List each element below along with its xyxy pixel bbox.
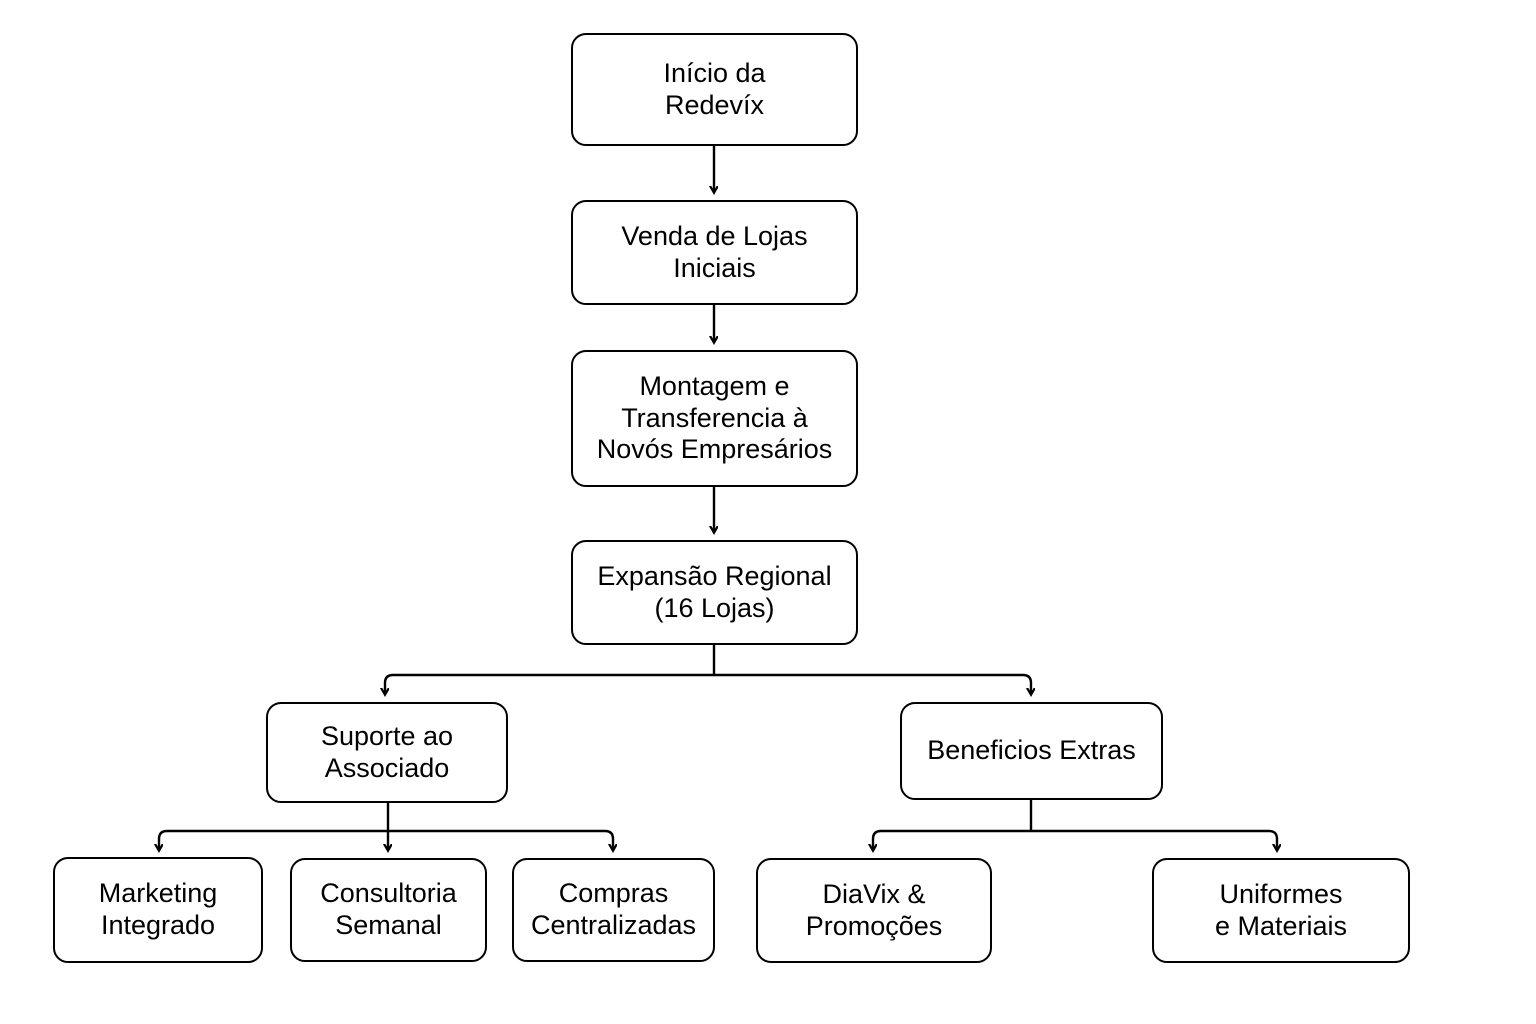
node-montagem[interactable]: Montagem e Transferencia à Novós Empresá… xyxy=(571,350,858,487)
edge-beneficios-uniformes xyxy=(1031,829,1277,850)
node-venda[interactable]: Venda de Lojas Iniciais xyxy=(571,200,858,305)
node-uniformes[interactable]: Uniformes e Materiais xyxy=(1152,858,1410,963)
edge-expansao-suporte xyxy=(385,673,714,694)
node-suporte[interactable]: Suporte ao Associado xyxy=(266,702,508,803)
node-expansao[interactable]: Expansão Regional (16 Lojas) xyxy=(571,540,858,645)
node-inicio[interactable]: Início da Redevíx xyxy=(571,33,858,146)
edge-beneficios-diavix xyxy=(873,829,1031,850)
edge-expansao-beneficios xyxy=(714,673,1031,694)
node-consultoria[interactable]: Consultoria Semanal xyxy=(290,858,487,962)
edge-suporte-marketing xyxy=(159,829,388,850)
edge-suporte-compras xyxy=(388,829,613,850)
node-beneficios[interactable]: Beneficios Extras xyxy=(900,702,1163,800)
node-marketing[interactable]: Marketing Integrado xyxy=(53,857,263,963)
node-compras[interactable]: Compras Centralizadas xyxy=(512,858,715,962)
node-diavix[interactable]: DiaVix & Promoções xyxy=(756,858,992,963)
